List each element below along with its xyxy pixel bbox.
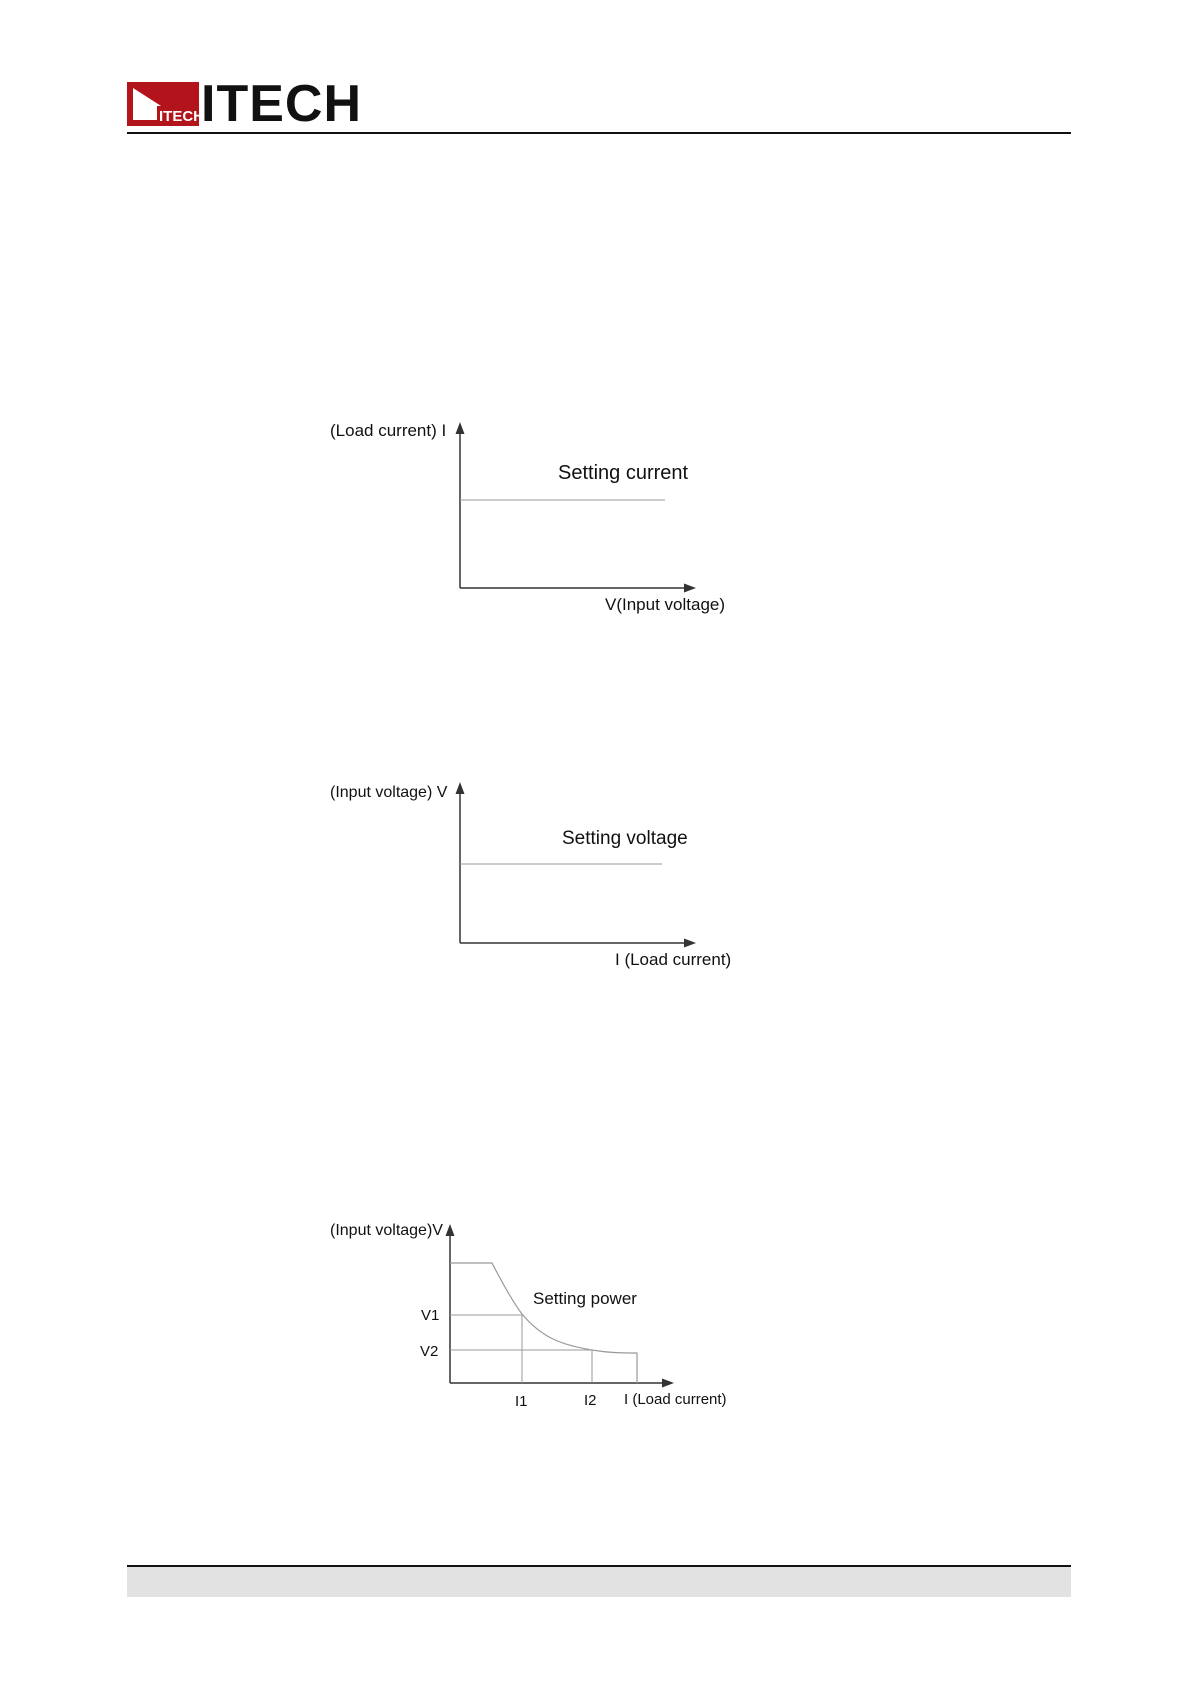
- y-tick-v1: V1: [421, 1307, 439, 1324]
- y-axis-label: (Load current) I: [330, 421, 446, 440]
- logo-wordmark: ITECH: [201, 82, 362, 126]
- x-axis-label: I (Load current): [624, 1391, 727, 1408]
- figure-cc-mode: (Load current) I Setting current V(Input…: [300, 418, 720, 618]
- page-header: ITECH ITECH: [127, 78, 1071, 134]
- itech-logo: ITECH ITECH: [127, 78, 362, 126]
- figure-cv-mode: (Input voltage) V Setting voltage I (Loa…: [300, 778, 720, 978]
- header-divider: [127, 132, 1071, 134]
- curve-label: Setting voltage: [562, 828, 688, 849]
- curve-label: Setting power: [533, 1289, 637, 1308]
- curve-label: Setting current: [558, 462, 689, 484]
- x-axis-label: V(Input voltage): [605, 595, 725, 614]
- x-tick-i1: I1: [515, 1393, 528, 1410]
- y-tick-v2: V2: [420, 1343, 438, 1360]
- x-axis-label: I (Load current): [615, 950, 731, 969]
- setting-power-curve: [450, 1263, 637, 1383]
- logo-badge-text: ITECH: [159, 108, 199, 125]
- footer-bar: [127, 1567, 1071, 1597]
- x-tick-i2: I2: [584, 1392, 597, 1409]
- y-axis-label: (Input voltage) V: [330, 784, 448, 801]
- figure-cw-mode: (Input voltage)V Setting power V1 V2 I1 …: [300, 1220, 720, 1420]
- itech-logo-mark-icon: ITECH: [127, 82, 199, 126]
- y-axis-label: (Input voltage)V: [330, 1222, 443, 1239]
